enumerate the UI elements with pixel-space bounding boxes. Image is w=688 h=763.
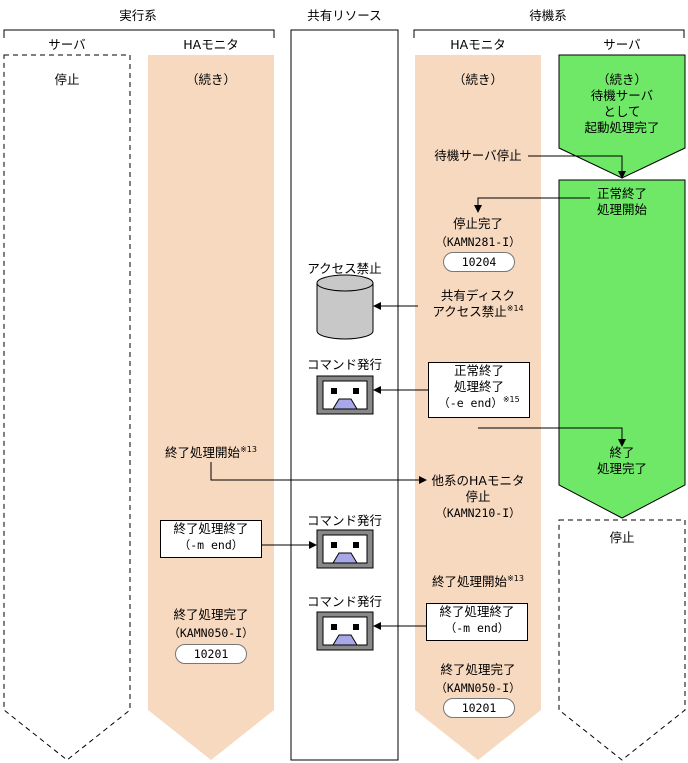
header-shared-resources: 共有リソース [307,8,382,23]
standby-server-status: 停止 [609,530,635,545]
standby-server-stopped-lane [558,519,686,761]
active-server-lane [3,54,131,761]
column-active-ha-monitor: HAモニタ [183,37,239,52]
active-ha-termination-complete: 終了処理完了 [173,607,249,622]
active-system-bracket [3,29,275,38]
active-ha-termination-complete-code: （KAMN050-I） [168,626,254,640]
active-ha-continued: （続き） [185,72,236,87]
standby-ha-termination-start: 終了処理開始※13 [432,574,524,589]
standby-ha-termination-complete: 終了処理完了 [440,662,516,677]
standby-ha-stop-complete-code: （KAMN281-I） [435,235,521,249]
header-standby-system: 待機系 [529,8,567,23]
shared-disk-access-denied: 共有ディスク アクセス禁止※14 [432,288,524,319]
arrow-server-to-stop-complete [474,197,590,213]
command-issue-label-2: コマンド発行 [306,513,382,528]
terminal-icon-1 [316,375,374,415]
standby-ha-termination-complete-code: （KAMN050-I） [435,681,521,695]
active-ha-lane [148,55,274,760]
standby-ha-stop-complete: 停止完了 [452,216,503,231]
standby-server-startup-complete: （続き） 待機サーバ として 起動処理完了 [584,72,660,135]
terminal-icon-3 [316,611,374,651]
access-denied-label: アクセス禁止 [307,261,382,276]
active-server-status: 停止 [54,72,80,87]
standby-server-top-arrow [558,54,686,179]
command-issue-label-1: コマンド発行 [306,357,382,372]
arrow-standby-stop-to-server [528,155,626,179]
standby-ha-termination-end-box: 終了処理終了 （-m end） [426,603,528,641]
other-system-ha-stop: 他系のHAモニタ 停止 （KAMN210-I） [431,473,525,520]
column-standby-server: サーバ [603,37,641,52]
terminal-icon-2 [316,529,374,569]
standby-server-main-arrow [558,179,686,519]
active-ha-termination-start: 終了処理開始※13 [165,445,257,460]
active-ha-termination-end-box: 終了処理終了 （-m end） [160,520,262,558]
arrow-active-start-to-standby [210,462,427,484]
column-active-server: サーバ [48,37,86,52]
standby-server-end-complete: 終了 処理完了 [596,445,647,476]
standby-ha-continued: （続き） [452,72,503,87]
active-ha-termination-complete-pill: 10201 [175,644,247,664]
command-issue-label-3: コマンド発行 [306,594,382,609]
standby-system-bracket [413,29,685,38]
standby-ha-normal-end-box: 正常終了 処理終了 （-e end）※15 [428,362,530,418]
column-standby-ha-monitor: HAモニタ [450,37,506,52]
header-active-system: 実行系 [119,8,157,23]
arrow-normal-end-to-server [478,427,626,447]
standby-server-normal-end-start: 正常終了 処理開始 [596,186,647,217]
standby-ha-stop-complete-pill: 10204 [443,252,515,272]
shared-disk-icon [316,274,374,340]
standby-ha-termination-complete-pill: 10201 [443,698,515,718]
standby-server-stop: 待機サーバ停止 [434,148,522,163]
